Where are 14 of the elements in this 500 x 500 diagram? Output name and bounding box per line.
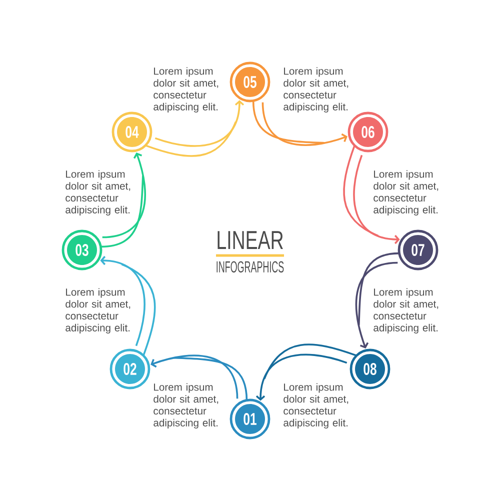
title: LINEAR	[218, 231, 283, 249]
description-text: Lorem ipsum dolor sit amet, consectetur adipiscing elit.	[284, 67, 348, 112]
subtitle: INFOGRAPHICS	[216, 261, 284, 273]
curved-arrow	[150, 354, 248, 400]
description-text: Lorem ipsum dolor sit amet, consectetur adipiscing elit.	[66, 288, 130, 334]
description-text: Lorem ipsum dolor sit amet, consectetur adipiscing elit.	[374, 288, 438, 334]
curved-arrow	[100, 152, 146, 248]
description-text: Lorem ipsum dolor sit amet, consectetur adipiscing elit.	[154, 383, 218, 428]
description-text: Lorem ipsum dolor sit amet, consectetur adipiscing elit.	[284, 383, 348, 428]
description-text: Lorem ipsum dolor sit amet, consectetur adipiscing elit.	[66, 170, 130, 216]
curved-arrow	[355, 252, 400, 348]
curved-arrow	[252, 100, 348, 146]
description-text: Lorem ipsum dolor sit amet, consectetur adipiscing elit.	[154, 67, 218, 112]
description-text: Lorem ipsum dolor sit amet, consectetur adipiscing elit.	[374, 170, 438, 216]
